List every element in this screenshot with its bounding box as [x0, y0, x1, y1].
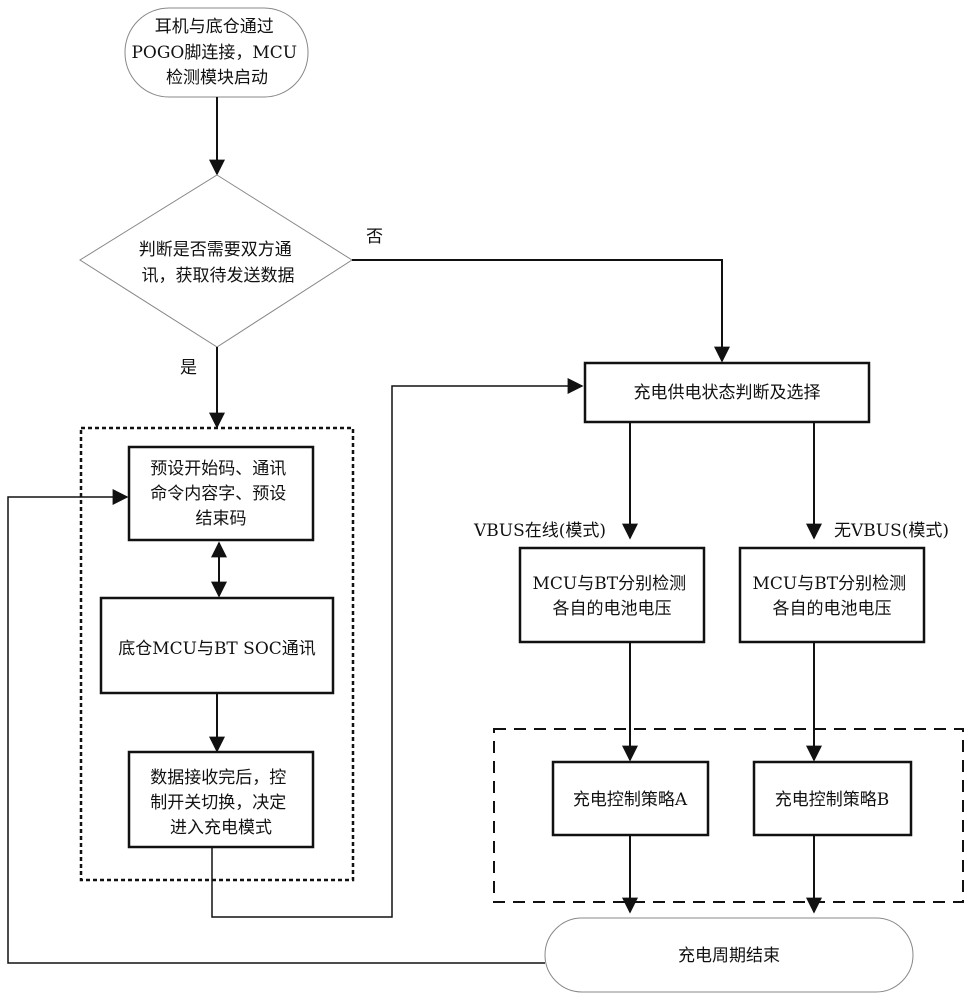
strategy-b-text: 充电控制策略B — [775, 790, 890, 810]
charge-state-text: 充电供电状态判断及选择 — [634, 383, 821, 403]
switch-mode-text: 数据接收完后，控 制开关切换，决定 进入充电模式 — [150, 768, 291, 838]
yes-label: 是 — [180, 358, 197, 378]
detect-box-b — [740, 548, 924, 642]
no-label: 否 — [366, 227, 383, 247]
arrow-no-branch — [352, 260, 722, 361]
vbus-mode-label: VBUS在线(模式) — [473, 521, 606, 541]
detect-box-a — [520, 548, 704, 642]
end-text: 充电周期结束 — [678, 946, 780, 966]
novbus-mode-label: 无VBUS(模式) — [834, 521, 949, 541]
arrow-feedback-loop — [8, 497, 545, 963]
mcu-bt-comm-text: 底仓MCU与BT SOC通讯 — [118, 639, 316, 659]
decision-diamond — [80, 175, 352, 347]
strategy-a-text: 充电控制策略A — [573, 790, 688, 810]
